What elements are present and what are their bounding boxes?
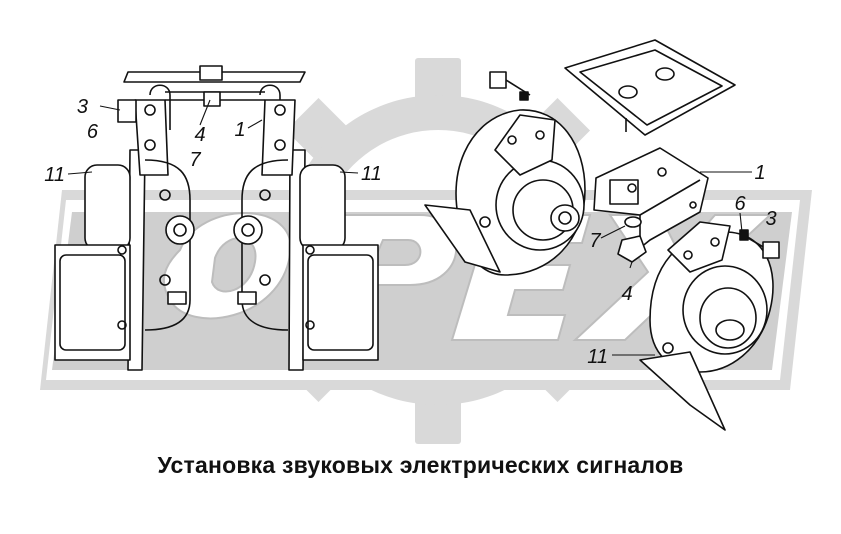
callout-right-1: 1: [754, 162, 765, 184]
diagram-caption: Установка звуковых электрических сигнало…: [157, 452, 684, 478]
callout-right-7: 7: [589, 230, 601, 252]
callout-labels: 3 6 4 7 1 11 11 1 7 4 6 3 11: [44, 96, 776, 368]
callout-left-4: 4: [194, 124, 205, 146]
callout-left-7: 7: [189, 149, 201, 171]
right-assembly: [424, 39, 780, 431]
callout-right-11: 11: [587, 346, 608, 368]
leader-lines: [67, 99, 752, 356]
callout-right-4: 4: [621, 283, 632, 305]
callout-left-11a: 11: [44, 164, 65, 186]
callout-right-6: 6: [734, 193, 746, 215]
callout-left-3: 3: [77, 96, 88, 118]
left-assembly: [54, 65, 379, 371]
callout-left-6: 6: [87, 121, 99, 143]
callout-left-11b: 11: [361, 163, 382, 185]
callout-right-3: 3: [765, 208, 776, 230]
callout-left-1: 1: [234, 119, 245, 141]
